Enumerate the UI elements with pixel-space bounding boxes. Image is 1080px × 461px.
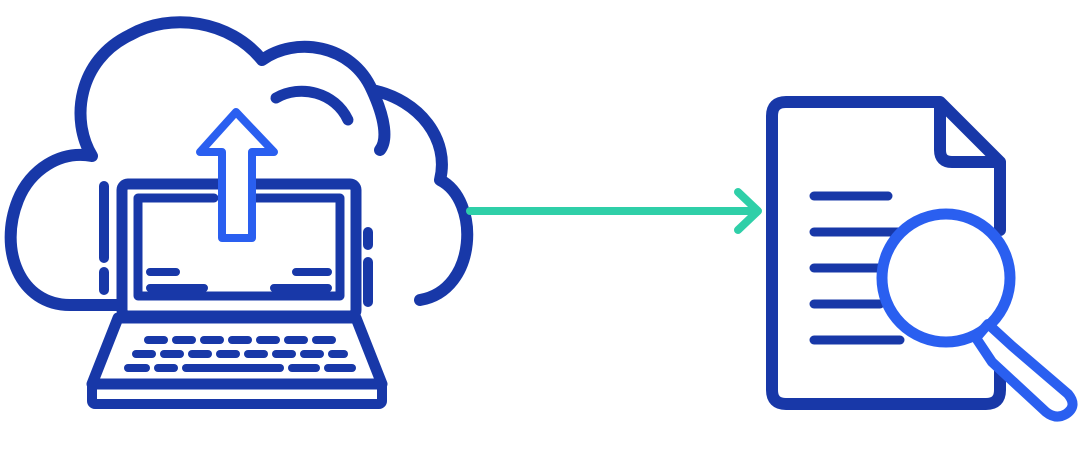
magnifier-icon <box>876 208 1078 422</box>
cloud-icon <box>4 16 474 311</box>
upload-arrow-icon <box>196 108 278 242</box>
laptop-keyboard <box>124 336 356 372</box>
laptop-screen-inner <box>133 193 345 301</box>
laptop-base-front <box>87 379 387 409</box>
magnifier-lens <box>876 208 1016 348</box>
document-text-lines <box>809 191 905 345</box>
cloud-upload-laptop-icon <box>4 16 474 409</box>
document-icon <box>766 96 1006 410</box>
screen-text-lines <box>146 268 332 292</box>
magnifier-handle <box>971 319 1078 422</box>
flow-arrow <box>466 188 762 234</box>
flow-arrow-head <box>734 188 762 234</box>
document-magnifier-icon <box>766 96 1078 422</box>
cloud-inner-curve <box>270 85 354 126</box>
